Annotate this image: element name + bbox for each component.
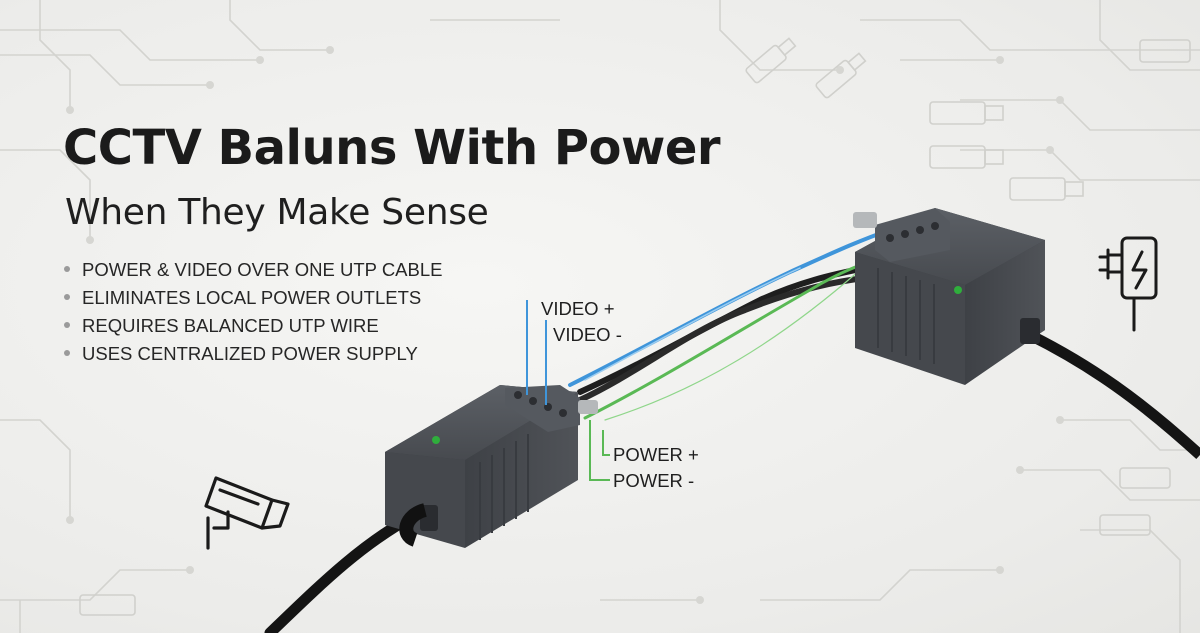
video-positive-label: VIDEO + — [541, 298, 615, 319]
list-item-label: USES CENTRALIZED POWER SUPPLY — [82, 343, 418, 364]
list-item-label: POWER & VIDEO OVER ONE UTP CABLE — [82, 259, 443, 280]
page-subtitle: When They Make Sense — [65, 192, 489, 233]
power-wire — [583, 258, 882, 421]
bullet-icon — [64, 266, 70, 273]
power-negative-label: POWER - — [613, 470, 695, 491]
twisted-pair — [577, 265, 868, 403]
right-balun — [853, 208, 1045, 385]
list-item: USES CENTRALIZED POWER SUPPLY — [64, 342, 443, 370]
left-balun — [385, 385, 598, 548]
video-wire — [568, 228, 892, 387]
list-item-label: ELIMINATES LOCAL POWER OUTLETS — [82, 287, 422, 308]
list-item-label: REQUIRES BALANCED UTP WIRE — [82, 315, 379, 336]
label-leaders — [526, 300, 610, 481]
video-negative-label: VIDEO - — [553, 324, 622, 345]
power-positive-label: POWER + — [613, 444, 699, 465]
list-item: POWER & VIDEO OVER ONE UTP CABLE — [64, 258, 443, 286]
bullet-icon — [64, 322, 70, 329]
list-item: REQUIRES BALANCED UTP WIRE — [64, 314, 443, 342]
feature-list: POWER & VIDEO OVER ONE UTP CABLE ELIMINA… — [64, 258, 443, 370]
bullet-icon — [64, 294, 70, 301]
right-power-cable — [1027, 330, 1200, 460]
list-item: ELIMINATES LOCAL POWER OUTLETS — [64, 286, 443, 314]
page-title: CCTV Baluns With Power — [63, 120, 721, 176]
bullet-icon — [64, 350, 70, 357]
